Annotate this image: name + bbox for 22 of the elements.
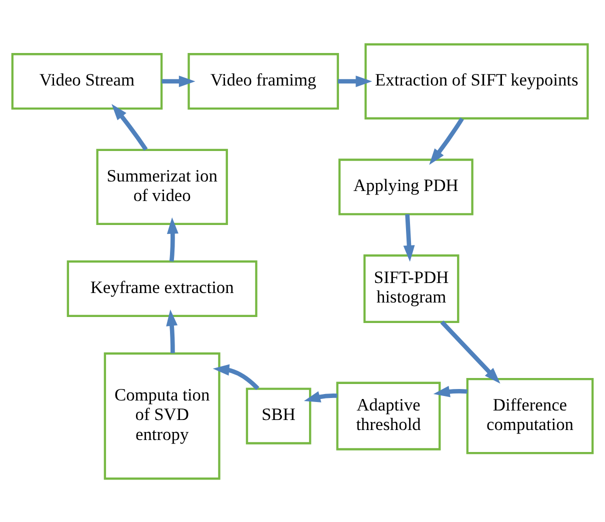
node-box: Extraction of SIFT keypoints — [364, 42, 589, 119]
arrow — [403, 214, 415, 262]
node-box: Video Stream — [11, 52, 163, 110]
arrow — [338, 75, 372, 87]
node-box: SIFT-PDH histogram — [363, 254, 460, 322]
arrow — [166, 216, 178, 262]
node-box: Difference computation — [466, 377, 594, 454]
arrow — [433, 385, 468, 397]
node-box: Computa tion of SVD entropy — [104, 352, 220, 480]
node-box: Video framimg — [188, 52, 339, 110]
node-box: Adaptive threshold — [336, 381, 441, 450]
arrow — [440, 320, 500, 384]
arrow — [166, 308, 178, 353]
arrow — [212, 364, 260, 390]
node-box: Summerizat ion of video — [96, 148, 228, 225]
arrow — [304, 390, 338, 402]
node-box: SBH — [246, 387, 312, 444]
arrow — [162, 75, 196, 87]
node-box: Applying PDH — [338, 158, 474, 215]
node-box: Keyframe extraction — [66, 260, 258, 317]
arrow — [429, 116, 464, 164]
arrow — [112, 103, 148, 150]
